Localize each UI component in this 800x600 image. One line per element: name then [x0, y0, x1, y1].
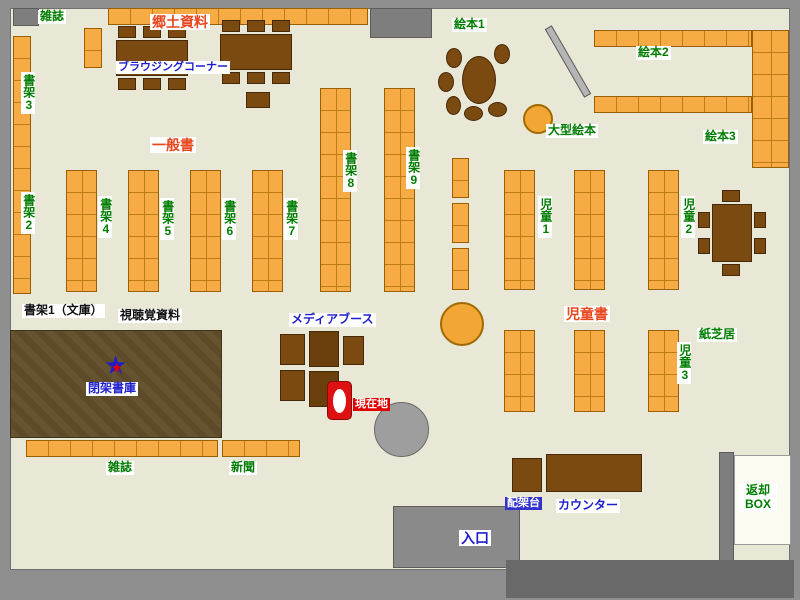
label-shelf5: 書架5 — [160, 198, 175, 240]
media-booth-seat — [280, 370, 305, 401]
chair — [722, 264, 740, 276]
chair — [168, 78, 186, 90]
bookshelf-picturebooks-row2 — [594, 96, 752, 113]
wall-block-bottom-right — [506, 560, 794, 598]
chair — [118, 26, 136, 38]
reading-seat — [494, 44, 510, 64]
label-magazines-top: 雑誌 — [38, 9, 67, 24]
bookshelf-center-3 — [452, 248, 469, 290]
label-return-box: 返却 BOX — [739, 483, 777, 512]
chair — [698, 238, 710, 254]
bookshelf-4 — [66, 170, 97, 292]
label-return-box-line2: BOX — [744, 496, 771, 511]
media-booth-station — [309, 331, 339, 367]
bookshelf-children-lower-1 — [504, 330, 535, 412]
label-browsing-corner: ブラウジングコーナー — [116, 61, 230, 74]
label-large-picture-books: 大型絵本 — [546, 123, 599, 138]
reading-seat — [446, 48, 462, 68]
wall-block-top-left — [13, 8, 39, 26]
chair — [754, 238, 766, 254]
wall-block-top-center — [370, 8, 432, 38]
label-picture-books-3: 絵本3 — [703, 129, 738, 144]
bookshelf-magazines-bottom — [26, 440, 218, 457]
label-shelf1-bunko: 書架1（文庫） — [22, 303, 105, 318]
label-distribution-stand: 配架台 — [505, 497, 542, 510]
chair — [247, 20, 265, 32]
label-picture-books-1: 絵本1 — [452, 17, 487, 32]
bookshelf-children-lower-2 — [574, 330, 605, 412]
bookshelf-6 — [190, 170, 221, 292]
bookshelf-children-upper-3 — [648, 170, 679, 290]
chair — [247, 72, 265, 84]
chair — [143, 78, 161, 90]
star-icon-inner: ★ — [111, 360, 123, 375]
label-av-materials: 視聴覚資料 — [118, 308, 183, 323]
label-media-booth: メディアブース — [289, 312, 376, 327]
label-shelf9: 書架9 — [406, 147, 421, 189]
reading-seat — [438, 72, 454, 92]
label-closed-stacks: 閉架書庫 — [86, 381, 139, 396]
label-magazines-bottom: 雑誌 — [106, 460, 135, 475]
media-booth-seat — [280, 334, 305, 365]
label-shelf2: 書架2 — [21, 192, 36, 234]
entrance-vestibule — [393, 506, 520, 568]
children-table — [712, 204, 752, 262]
chair — [754, 212, 766, 228]
current-location-pad — [333, 389, 346, 413]
reading-seat — [488, 102, 507, 117]
label-entrance: 入口 — [459, 530, 491, 547]
bookshelf-right-wall — [752, 30, 789, 168]
bookshelf-children-upper-1 — [504, 170, 535, 290]
label-children-1: 児童1 — [538, 196, 553, 238]
bookshelf-children-upper-2 — [574, 170, 605, 290]
bookshelf-center-1 — [452, 158, 469, 198]
chair — [722, 190, 740, 202]
label-current-location: 現在地 — [353, 398, 390, 411]
chair — [222, 20, 240, 32]
label-return-box-line1: 返却 — [745, 483, 770, 497]
chair — [118, 78, 136, 90]
bookshelf-center-2 — [452, 203, 469, 243]
star-icon: ★ — [104, 350, 128, 380]
bookshelf-9 — [384, 88, 415, 292]
distribution-stand-table — [512, 458, 542, 492]
media-booth-seat — [343, 336, 364, 365]
label-shelf6: 書架6 — [222, 198, 237, 240]
current-location-booth — [327, 381, 352, 420]
counter-desk — [546, 454, 642, 492]
bookshelf-children-lower-3 — [648, 330, 679, 412]
reading-seat — [446, 96, 461, 115]
bookshelf-magazine — [84, 28, 102, 68]
reading-seat-large — [462, 56, 496, 104]
label-shelf8: 書架8 — [343, 150, 358, 192]
browsing-table-2 — [220, 34, 292, 70]
label-children-3: 児童3 — [677, 342, 692, 384]
reading-seat — [464, 106, 483, 121]
bookshelf-7 — [252, 170, 283, 292]
round-table — [440, 302, 484, 346]
pillar — [374, 402, 429, 457]
label-shelf4: 書架4 — [98, 196, 113, 238]
bookshelf-newspapers — [222, 440, 300, 457]
bookshelf-5 — [128, 170, 159, 292]
chair — [272, 20, 290, 32]
bookshelf-picturebooks-row1 — [594, 30, 752, 47]
label-children-books: 児童書 — [564, 306, 610, 323]
label-kamishibai: 紙芝居 — [697, 327, 738, 342]
label-general-books: 一般書 — [150, 137, 196, 154]
wall-return-alcove — [719, 452, 734, 562]
label-newspapers: 新聞 — [229, 460, 258, 475]
label-picture-books-2: 絵本2 — [636, 45, 671, 60]
label-counter: カウンター — [556, 498, 621, 513]
label-shelf3: 書架3 — [21, 72, 36, 114]
label-children-2: 児童2 — [681, 196, 696, 238]
label-local-materials: 郷土資料 — [150, 14, 210, 31]
chair — [246, 92, 270, 108]
chair — [272, 72, 290, 84]
chair — [222, 72, 240, 84]
label-shelf7: 書架7 — [284, 198, 299, 240]
chair — [698, 212, 710, 228]
